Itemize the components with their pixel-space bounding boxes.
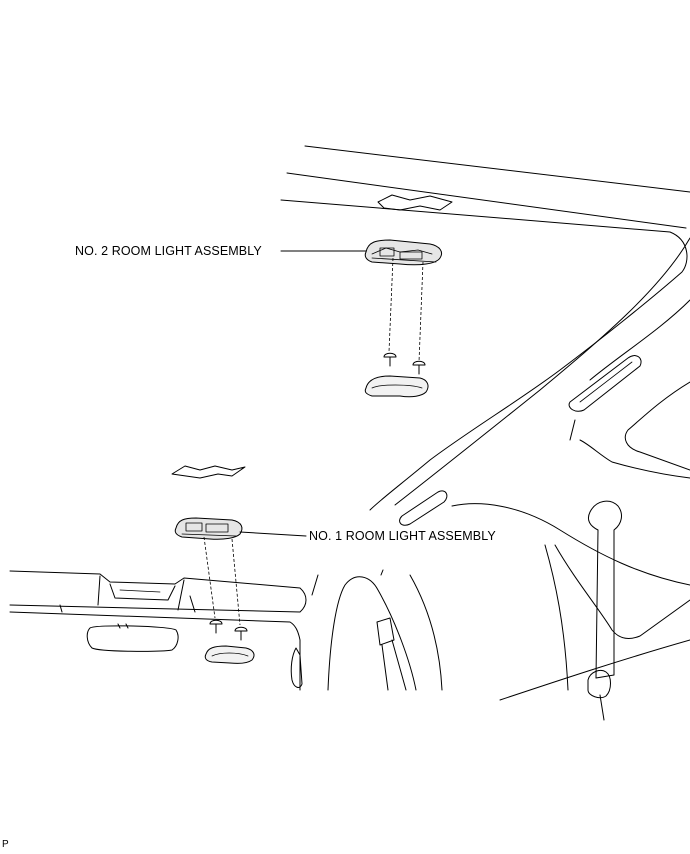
rear-assist-grip xyxy=(568,355,642,412)
room-light-2-screws xyxy=(383,352,426,375)
room-light-2-lens xyxy=(364,375,429,398)
rear-window-frame xyxy=(451,381,690,701)
front-overhead-console xyxy=(9,570,307,691)
room-light-1-callout: NO. 1 ROOM LIGHT ASSEMBLY xyxy=(309,529,496,543)
front-assist-grip xyxy=(290,647,303,688)
room-light-1-lens xyxy=(204,645,255,664)
figure-code: P xyxy=(2,839,9,850)
middle-assist-grip xyxy=(399,490,448,526)
room-light-1-guide-lines xyxy=(203,536,241,626)
roof-headliner xyxy=(280,145,690,511)
room-light-1-leader-line xyxy=(239,531,307,537)
rear-seat-belt xyxy=(587,500,622,721)
rear-view-mirror xyxy=(86,623,179,652)
room-light-2-assembly xyxy=(364,239,443,266)
rear-roof-cutout xyxy=(377,194,453,211)
front-roof-cutout xyxy=(171,465,246,479)
room-light-1-screws xyxy=(209,619,248,641)
b-pillar xyxy=(311,569,443,691)
room-light-2-guide-lines xyxy=(388,257,424,363)
room-light-1-assembly xyxy=(174,517,243,540)
room-light-2-callout: NO. 2 ROOM LIGHT ASSEMBLY xyxy=(75,244,262,258)
